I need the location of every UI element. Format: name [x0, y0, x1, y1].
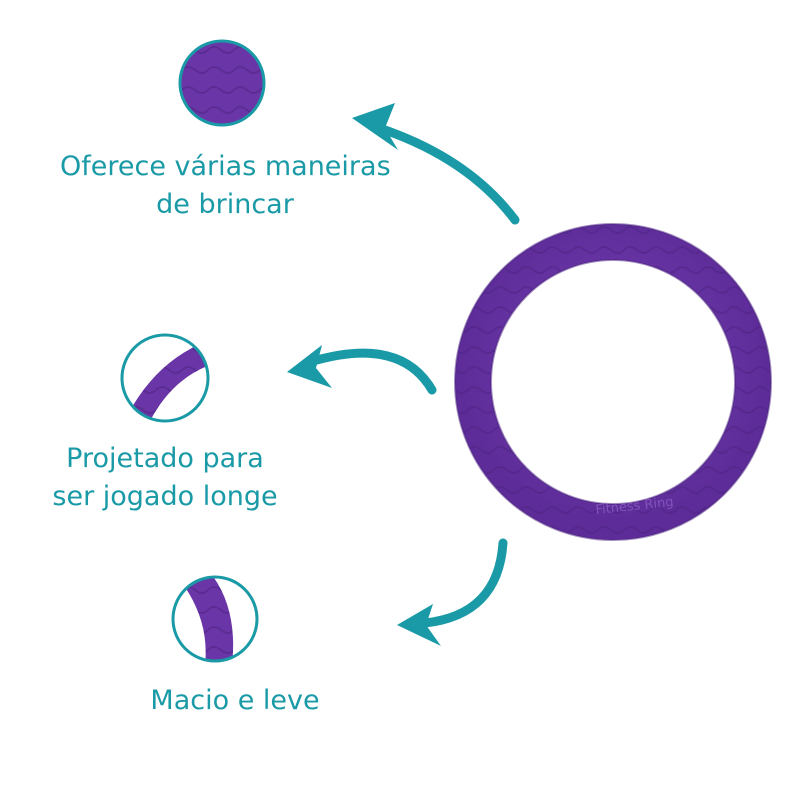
feature-label-line: Projetado para — [66, 443, 264, 474]
feature-label-line: Macio e leve — [150, 685, 320, 716]
detail-circle-2 — [120, 333, 210, 423]
arrow-icon-middle — [287, 345, 437, 395]
feature-label-line: de brincar — [156, 189, 294, 220]
arrow-icon-top — [352, 103, 520, 225]
detail-circle-3 — [171, 575, 259, 663]
feature-label-throw-far: Projetado para ser jogado longe — [40, 440, 290, 516]
feature-label-play-ways: Oferece várias maneiras de brincar — [60, 148, 391, 224]
feature-label-line: ser jogado longe — [52, 481, 278, 512]
purple-ring: Fitness Ring — [454, 223, 772, 541]
feature-label-soft-light: Macio e leve — [110, 682, 360, 720]
detail-circle-1 — [178, 39, 266, 127]
arrow-icon-bottom — [397, 538, 508, 646]
feature-label-line: Oferece várias maneiras — [60, 151, 391, 182]
